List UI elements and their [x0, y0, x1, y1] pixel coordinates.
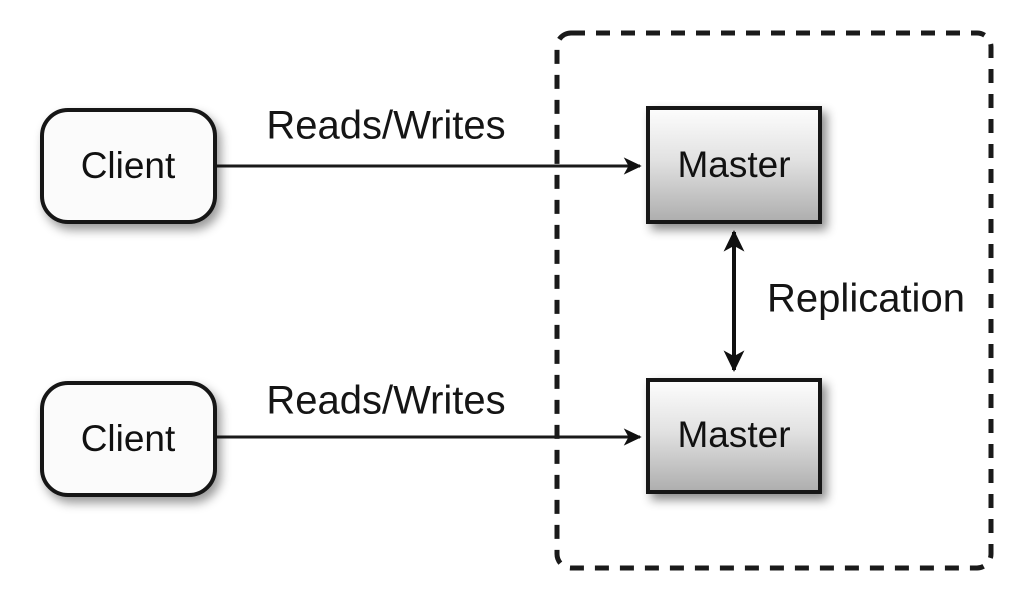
node-master-bottom[interactable]: Master: [646, 378, 822, 494]
node-client-bottom[interactable]: Client: [40, 381, 217, 497]
master-top-label: Master: [677, 144, 790, 185]
edge-label-reads-writes-bottom: Reads/Writes: [266, 379, 505, 423]
edge-label-replication: Replication: [767, 277, 965, 321]
client-top-box: [40, 108, 217, 224]
master-bottom-box: [646, 378, 822, 494]
client-bottom-label: Client: [81, 418, 176, 459]
node-client-top[interactable]: Client: [40, 108, 217, 224]
client-top-label: Client: [81, 145, 176, 186]
edge-label-reads-writes-top: Reads/Writes: [266, 104, 505, 148]
master-bottom-label: Master: [677, 414, 790, 455]
client-bottom-box: [40, 381, 217, 497]
node-master-top[interactable]: Master: [646, 106, 822, 224]
master-top-box: [646, 106, 822, 224]
replication-group-boundary: [554, 30, 994, 571]
